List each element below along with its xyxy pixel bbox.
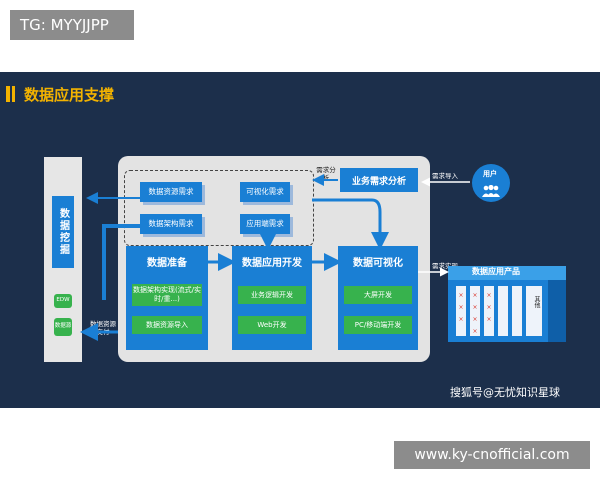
product-cross-10: × xyxy=(472,328,478,335)
user-label: 用户 xyxy=(483,170,497,178)
product-cross-4: × xyxy=(458,304,464,311)
col-app-dev-title: 数据应用开发 xyxy=(242,257,302,269)
col-data-prep: 数据准备 数据架构实现(流式/实时/重...) 数据资源导入 xyxy=(126,246,208,350)
product-other-label: 其他 xyxy=(533,296,540,308)
col-app-dev: 数据应用开发 业务逻辑开发 Web开发 xyxy=(232,246,312,350)
prep-item-architecture: 数据架构实现(流式/实时/重...) xyxy=(132,284,202,306)
arrow-req-to-prep xyxy=(102,224,140,300)
vis-item-bigscreen: 大屏开发 xyxy=(344,286,412,304)
req-import-label: 需求导入 xyxy=(432,172,458,180)
arrow-analysis-to-vis xyxy=(312,198,389,250)
product-cross-3: × xyxy=(486,292,492,299)
section-marker-2 xyxy=(12,86,15,102)
tg-watermark-label: TG: MYYJJPP xyxy=(10,10,134,40)
dev-item-web: Web开发 xyxy=(238,316,306,334)
section-title: 数据应用支撑 xyxy=(24,86,115,104)
data-mart-label: 数据源 xyxy=(54,323,72,329)
dev-item-logic: 业务逻辑开发 xyxy=(238,286,306,304)
product-slot-5 xyxy=(512,286,522,336)
col-data-prep-title: 数据准备 xyxy=(147,257,187,269)
product-slot-4 xyxy=(498,286,508,336)
req-resource: 数据资源需求 xyxy=(140,182,202,202)
data-mining-box: 数据挖掘 xyxy=(52,196,74,268)
sohu-watermark: 搜狐号@无忧知识星球 xyxy=(450,386,560,399)
product-slot-other xyxy=(526,286,542,336)
business-analysis-box: 业务需求分析 xyxy=(340,168,418,192)
product-side-face xyxy=(548,280,566,342)
req-architecture: 数据架构需求 xyxy=(140,214,202,234)
product-slot-3 xyxy=(484,286,494,336)
edw-label: EDW xyxy=(56,297,70,303)
req-impl-label: 需求实现 xyxy=(432,262,458,270)
product-cross-7: × xyxy=(458,316,464,323)
product-cross-5: × xyxy=(472,304,478,311)
req-visual: 可视化需求 xyxy=(240,182,290,202)
col-visualization: 数据可视化 大屏开发 PC/移动端开发 xyxy=(338,246,418,350)
product-title: 数据应用产品 xyxy=(472,267,520,276)
product-cross-1: × xyxy=(458,292,464,299)
data-mart-cylinder xyxy=(54,318,72,336)
section-marker xyxy=(6,86,10,102)
site-url-label: www.ky-cnofficial.com xyxy=(394,441,590,469)
product-top-face xyxy=(448,266,566,280)
prep-item-import: 数据资源导入 xyxy=(132,316,202,334)
product-slot-2 xyxy=(470,286,480,336)
users-icon xyxy=(481,182,501,197)
vis-item-pc-mobile: PC/移动端开发 xyxy=(344,316,412,334)
req-analysis-side-label: 需求分析 xyxy=(316,166,336,182)
product-cross-9: × xyxy=(486,316,492,323)
col-visualization-title: 数据可视化 xyxy=(353,257,403,269)
requirements-group xyxy=(124,170,314,246)
edw-cylinder xyxy=(54,294,72,308)
req-app-end: 应用端需求 xyxy=(240,214,290,234)
product-cross-6: × xyxy=(486,304,492,311)
product-slot-1 xyxy=(456,286,466,336)
product-cross-8: × xyxy=(472,316,478,323)
product-cross-2: × xyxy=(472,292,478,299)
